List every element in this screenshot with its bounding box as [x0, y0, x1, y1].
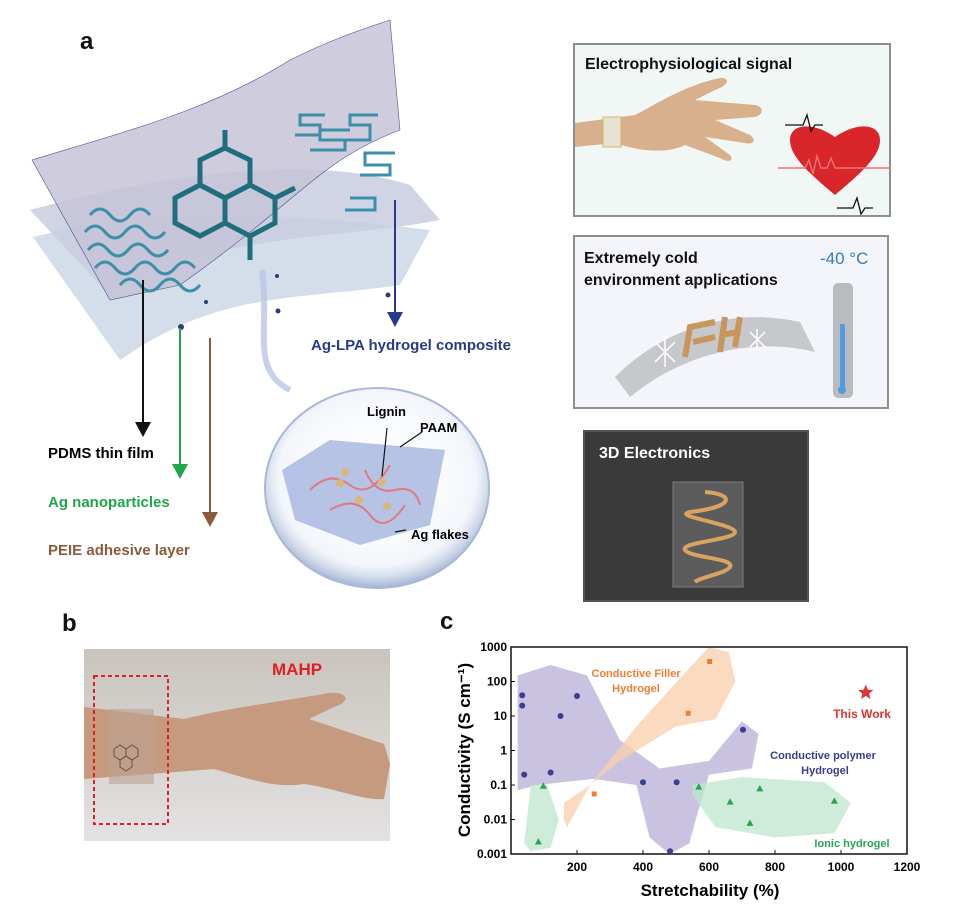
pdms-arrow: [135, 280, 151, 437]
cold-device-illustration: [615, 283, 853, 398]
panel-c-label: c: [440, 608, 454, 635]
mahp-patch: [109, 709, 154, 784]
peie-label: PEIE adhesive layer: [48, 542, 190, 559]
paam-label: PAAM: [420, 420, 458, 435]
y-tick-label: 1: [500, 744, 507, 758]
peie-arrow: [202, 338, 218, 527]
data-point: [640, 779, 646, 786]
cold-title-line2: environment applications: [584, 272, 778, 289]
electrophysiological-panel: Electrophysiological signal: [573, 43, 891, 217]
x-axis-label: Stretchability (%): [641, 881, 780, 900]
cold-title-line1: Extremely cold: [584, 250, 698, 267]
gold-circuit-icon: [682, 316, 743, 358]
data-point: [746, 819, 754, 826]
data-point: [521, 771, 528, 778]
y-tick-label: 100: [487, 675, 507, 689]
panel-a-label: a: [80, 28, 94, 55]
this-work-star: [858, 684, 874, 699]
cold-environment-panel: Extremely cold environment applications …: [573, 235, 889, 409]
ag-nanoparticle-arrow: [172, 328, 188, 479]
snowflake-icon: [749, 329, 766, 350]
snowflake-icon: [654, 337, 676, 367]
x-tick-label: 600: [699, 860, 719, 874]
data-point: [673, 779, 680, 786]
ecg-signal-icon: [785, 112, 823, 133]
arm-and-hand: [84, 692, 390, 800]
data-point: [591, 791, 597, 797]
x-tick-label: 200: [567, 860, 587, 874]
3d-electronics-panel: 3D Electronics: [583, 430, 809, 602]
y-axis-label: Conductivity (S cm⁻¹): [455, 663, 474, 837]
hydrogel-block: [282, 440, 445, 545]
wrist-patch-icon: [602, 116, 622, 148]
selection-dashed-box: [93, 675, 169, 825]
composite-arrow: [387, 200, 403, 327]
hand-heart-illustration: [575, 77, 891, 216]
data-point: [739, 726, 746, 733]
polymer-region-label: Conductive polymer: [770, 750, 876, 762]
3d-helix-illustration: [672, 481, 744, 588]
y-tick-label: 0.001: [477, 847, 507, 861]
data-point: [695, 783, 703, 790]
layered-device-illustration: [30, 19, 490, 589]
hexagon-pattern: [172, 130, 297, 260]
pdms-label: PDMS thin film: [48, 445, 154, 462]
filler-region-label: Conductive Filler: [591, 668, 681, 680]
3d-electronics-title: 3D Electronics: [599, 445, 711, 462]
serpentine-pattern: [83, 207, 202, 293]
y-tick-label: 0.01: [484, 813, 508, 827]
hand-icon: [575, 77, 762, 161]
data-point: [667, 848, 674, 855]
x-tick-label: 1000: [828, 860, 855, 874]
x-tick-label: 1200: [894, 860, 921, 874]
interdigitated-pattern: [295, 113, 395, 212]
arm-photo: [84, 649, 390, 841]
data-point: [519, 692, 526, 699]
ionic-region-large: [692, 777, 851, 838]
temperature-label: -40 °C: [820, 249, 869, 268]
y-tick-label: 10: [494, 709, 508, 723]
data-point: [519, 702, 526, 709]
mahp-label: MAHP: [272, 660, 323, 679]
x-tick-label: 400: [633, 860, 653, 874]
data-point: [534, 838, 542, 845]
data-point: [539, 782, 547, 789]
data-point: [685, 710, 691, 716]
electrophysiological-title: Electrophysiological signal: [585, 56, 793, 73]
nanoparticle-dots: [178, 274, 391, 330]
ag-flake-particles: [336, 468, 391, 510]
bubble-tail: [259, 269, 292, 393]
panel-b-label: b: [62, 610, 77, 637]
x-tick-label: 800: [765, 860, 785, 874]
this-work-label: This Work: [833, 707, 891, 721]
filler-region-label-2: Hydrogel: [612, 683, 660, 695]
patch-hexagon-pattern: [113, 744, 139, 772]
data-point: [557, 713, 564, 719]
data-point: [574, 692, 580, 699]
ecg-line: [778, 153, 891, 175]
lignin-label: Lignin: [367, 404, 406, 419]
filler-region: [563, 647, 736, 828]
data-point: [756, 784, 764, 792]
ionic-region-small: [524, 785, 559, 852]
gold-helix-icon: [682, 490, 738, 584]
polymer-region-label-2: Hydrogel: [801, 765, 849, 777]
ecg-signal-icon: [837, 195, 873, 216]
data-point: [830, 797, 838, 804]
data-point: [547, 769, 554, 776]
heart-icon: [790, 126, 880, 195]
data-point: [707, 658, 713, 664]
composite-label: Ag-LPA hydrogel composite: [311, 337, 512, 354]
ag-nanoparticles-label: Ag nanoparticles: [48, 494, 170, 511]
conductivity-stretchability-chart: 200 400 600 800 1000 1200 0.001 0.01 0.1 1 10 100 10…: [455, 640, 921, 900]
y-tick-label: 0.1: [490, 778, 507, 792]
ag-flakes-label: Ag flakes: [411, 527, 469, 542]
thermometer-mercury: [840, 324, 845, 389]
ionic-region-label: Ionic hydrogel: [814, 838, 889, 850]
flexible-substrate: [615, 317, 815, 397]
bubble-pointers: [381, 427, 423, 533]
y-tick-label: 1000: [480, 640, 507, 654]
data-point: [726, 798, 734, 805]
polymer-region: [517, 665, 759, 854]
